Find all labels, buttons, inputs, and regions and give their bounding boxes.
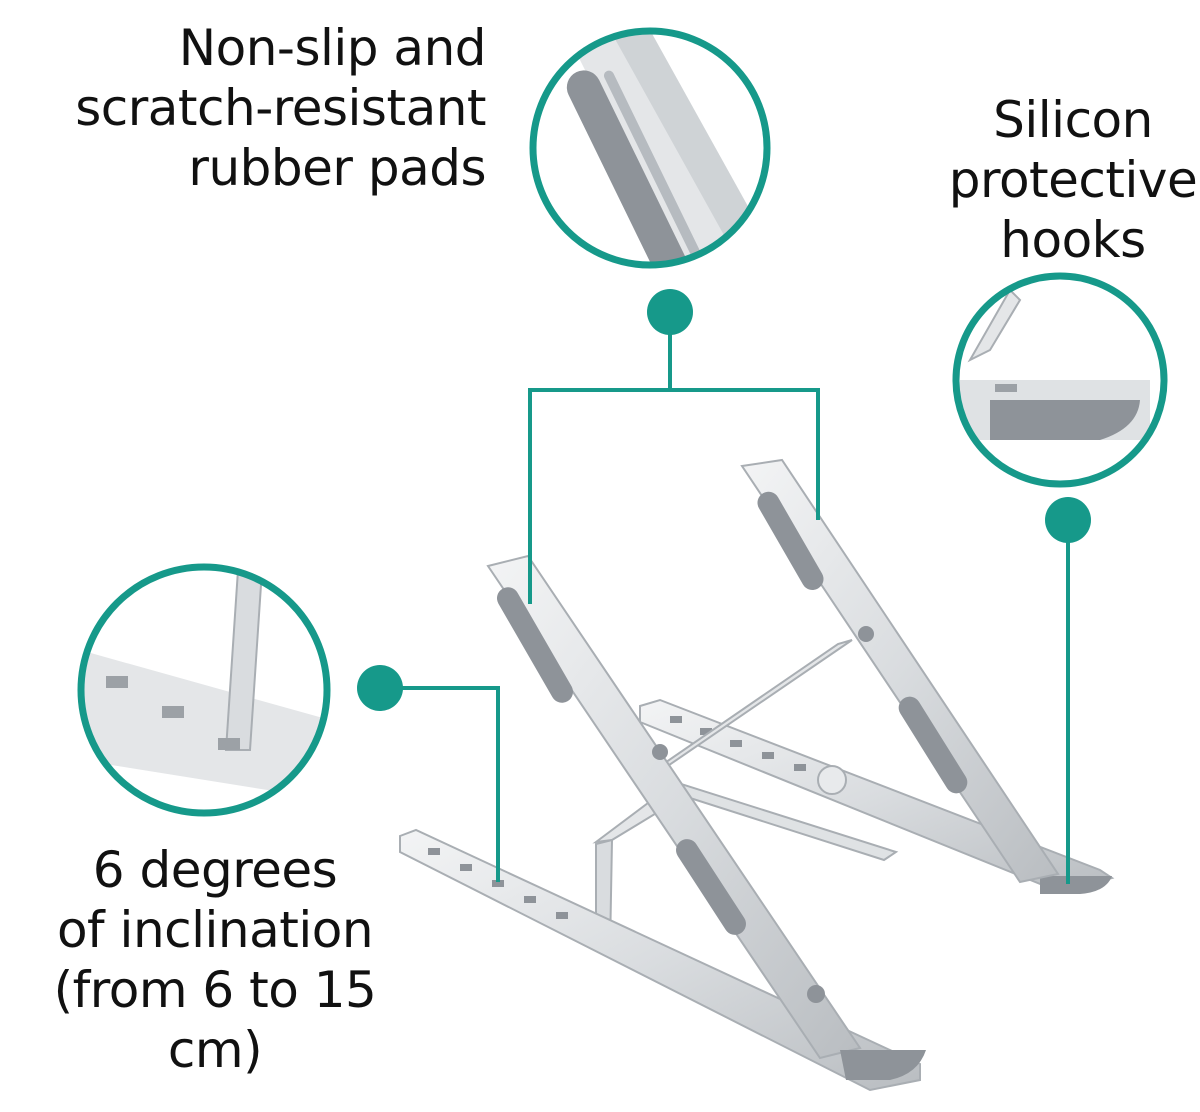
- front-hook-pad: [840, 1050, 926, 1080]
- stand-front-base: [399, 828, 921, 1092]
- front-rubber-pad-upper: [497, 587, 573, 703]
- callout-connectors: [380, 312, 1070, 884]
- hinge-pivot: [817, 765, 847, 795]
- callout-label-protective-hooks: Silicon protective hooks: [946, 90, 1200, 270]
- rear-hook-pad: [1040, 876, 1112, 894]
- label-line: 6 degrees: [92, 841, 338, 899]
- callout-dot-hooks: [1045, 497, 1091, 543]
- label-line: hooks: [1000, 211, 1146, 269]
- stand-rear-arm: [740, 458, 1060, 884]
- label-line: rubber pads: [188, 139, 486, 197]
- callout-dot-pads: [647, 289, 693, 335]
- connector-inclination: [380, 686, 500, 882]
- callout-label-inclination: 6 degrees of inclination (from 6 to 15 c…: [0, 840, 430, 1080]
- detail-circle-inclination: [77, 563, 331, 817]
- label-line: (from 6 to 15 cm): [53, 961, 377, 1079]
- stand-front-arm: [486, 554, 926, 1080]
- rear-rubber-pad-lower: [898, 696, 968, 794]
- connector-pads-bracket: [528, 388, 820, 604]
- callout-dot-inclination: [357, 665, 403, 711]
- label-line: of inclination: [56, 901, 374, 959]
- label-line: scratch-resistant: [75, 79, 486, 137]
- label-line: Silicon: [993, 91, 1153, 149]
- label-line: Non-slip and: [178, 19, 487, 77]
- callout-label-rubber-pads: Non-slip and scratch-resistant rubber pa…: [6, 18, 486, 198]
- detail-circle-rubber-pads: [529, 27, 771, 269]
- detail-circle-protective-hooks: [952, 272, 1168, 488]
- rear-rubber-pad-upper: [757, 491, 824, 590]
- front-rubber-pad-lower: [676, 839, 746, 935]
- label-line: protective: [948, 151, 1198, 209]
